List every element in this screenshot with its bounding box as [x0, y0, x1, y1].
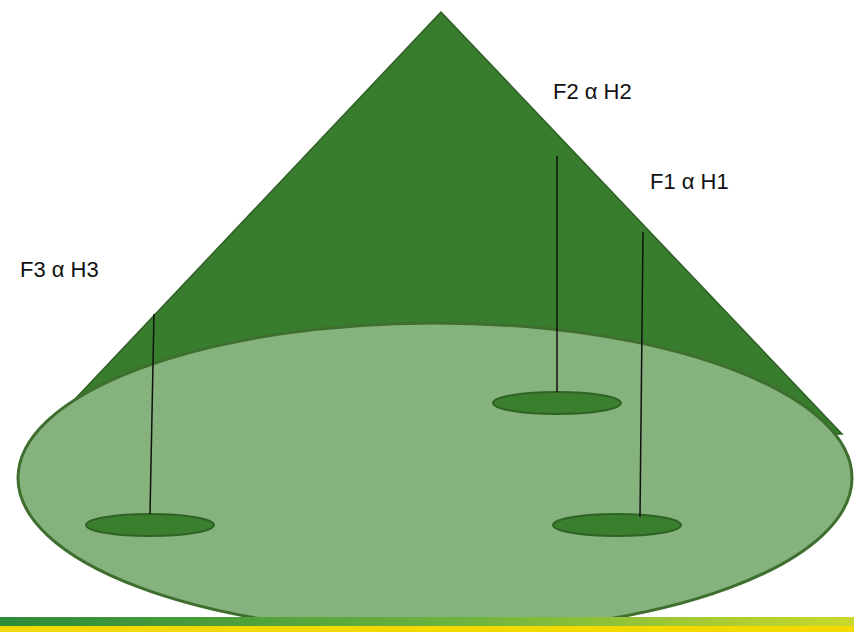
height-line: [640, 232, 643, 517]
height-line: [150, 314, 154, 514]
footer-bar: [0, 617, 854, 626]
cone-base: [18, 323, 852, 632]
quantity-label: F3 α H3: [20, 257, 99, 283]
footer-stripe: [0, 626, 854, 632]
quantity-label: F1 α H1: [650, 169, 729, 195]
quantity-label: F2 α H2: [553, 79, 632, 105]
area-disc: [86, 514, 214, 536]
area-disc: [493, 392, 621, 414]
height-line: [556, 156, 558, 392]
area-disc: [553, 514, 681, 536]
